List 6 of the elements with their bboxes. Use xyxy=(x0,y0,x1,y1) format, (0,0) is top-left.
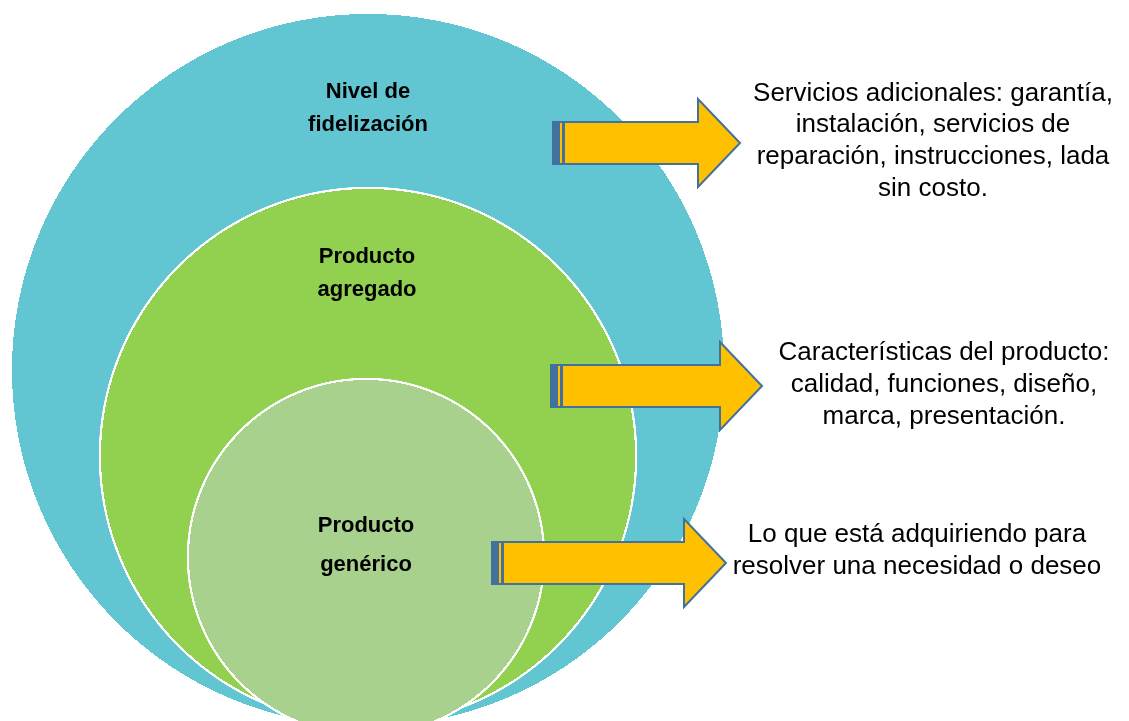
circle-label: Nivel de fidelización xyxy=(307,77,429,138)
description-text: Servicios adicionales: garantía, instalación, servicios de reparación, instrucciones, lada sin costo. xyxy=(742,76,1124,204)
description-text: Características del producto: calidad, funciones, diseño, marca, presentación. xyxy=(764,335,1124,433)
circle-label: Producto genérico xyxy=(316,511,416,578)
description-text: Lo que está adquiriendo para resolver una necesidad o deseo xyxy=(728,516,1106,584)
circle-label: Producto agregado xyxy=(316,242,418,303)
